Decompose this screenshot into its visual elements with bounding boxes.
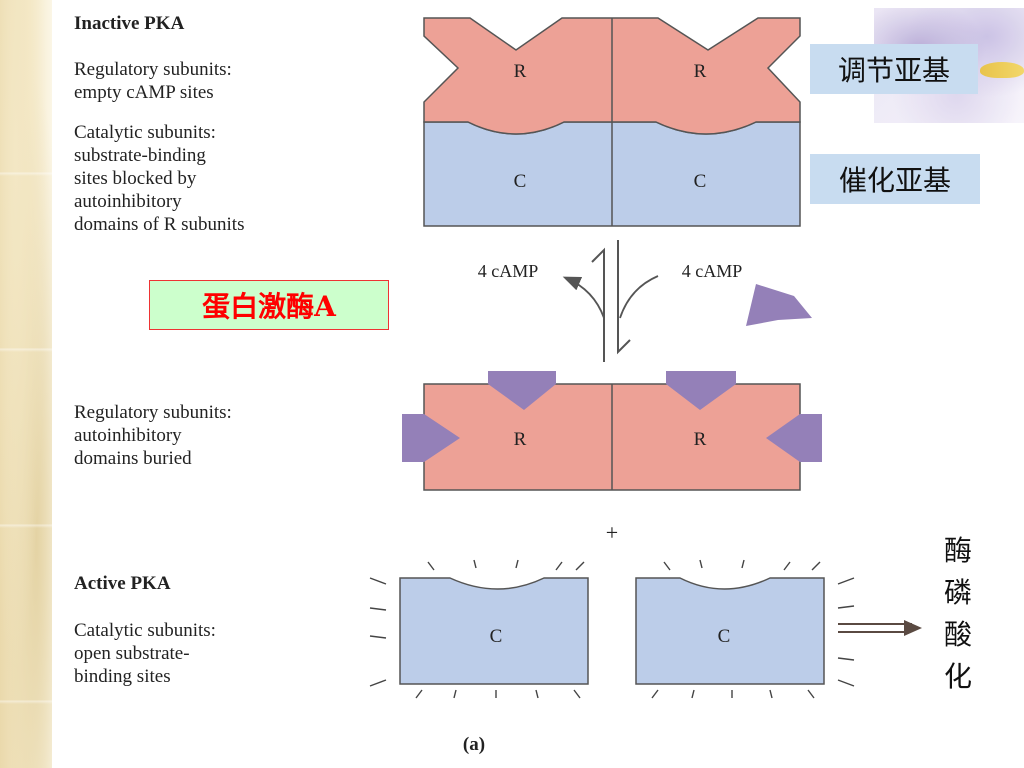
activity-lines-left — [369, 559, 585, 699]
inactive-pka-heading: Inactive PKA — [74, 13, 185, 34]
bound-r-right-label: R — [694, 429, 707, 450]
catalytic-subunit-label: 催化亚基 — [810, 154, 980, 204]
camp-right-label: 4 cAMP — [682, 261, 743, 281]
active-catalytic-right: C — [635, 559, 855, 699]
regulatory-subunit-label: 调节亚基 — [810, 44, 978, 94]
inactive-r-left-label: R — [514, 61, 527, 82]
inactive-regulatory-description: Regulatory subunits: empty cAMP sites — [74, 59, 232, 103]
camp-binding-arrow — [619, 275, 659, 319]
active-c-right-label: C — [718, 626, 731, 647]
camp-molecule — [746, 284, 812, 326]
bound-regulatory-description: Regulatory subunits: autoinhibitory doma… — [74, 402, 232, 469]
inactive-c-right-label: C — [694, 171, 707, 192]
phosphorylation-label: 酶磷酸化 — [943, 534, 972, 693]
camp-left-label: 4 cAMP — [478, 261, 539, 281]
bound-camp-left — [402, 414, 460, 462]
bound-camp-top-left — [488, 371, 556, 410]
plus-sign: + — [606, 520, 618, 545]
activity-lines-right — [651, 559, 855, 699]
inactive-complex: R R C C — [423, 17, 801, 227]
active-catalytic-description: Catalytic subunits: open substrate- bind… — [74, 620, 216, 687]
active-c-left-label: C — [490, 626, 503, 647]
protein-kinase-a-label: 蛋白激酶A — [149, 280, 389, 330]
figure-caption: (a) — [463, 734, 485, 755]
active-catalytic-left: C — [369, 559, 589, 699]
corner-decoration-gold — [980, 62, 1024, 78]
bound-camp-right — [766, 414, 822, 462]
phosphorylation-arrow — [838, 620, 922, 636]
bound-regulatory-complex: R R — [402, 371, 822, 491]
active-pka-heading: Active PKA — [74, 573, 171, 594]
inactive-r-right-label: R — [694, 61, 707, 82]
inactive-c-left-label: C — [514, 171, 527, 192]
bound-camp-top-right — [666, 371, 736, 410]
bound-r-left-label: R — [514, 429, 527, 450]
inactive-catalytic-description: Catalytic subunits: substrate-binding si… — [74, 122, 245, 235]
parchment-strip — [0, 0, 52, 768]
camp-release-arrow — [562, 276, 605, 319]
equilibrium-arrows: 4 cAMP 4 cAMP — [478, 240, 812, 362]
